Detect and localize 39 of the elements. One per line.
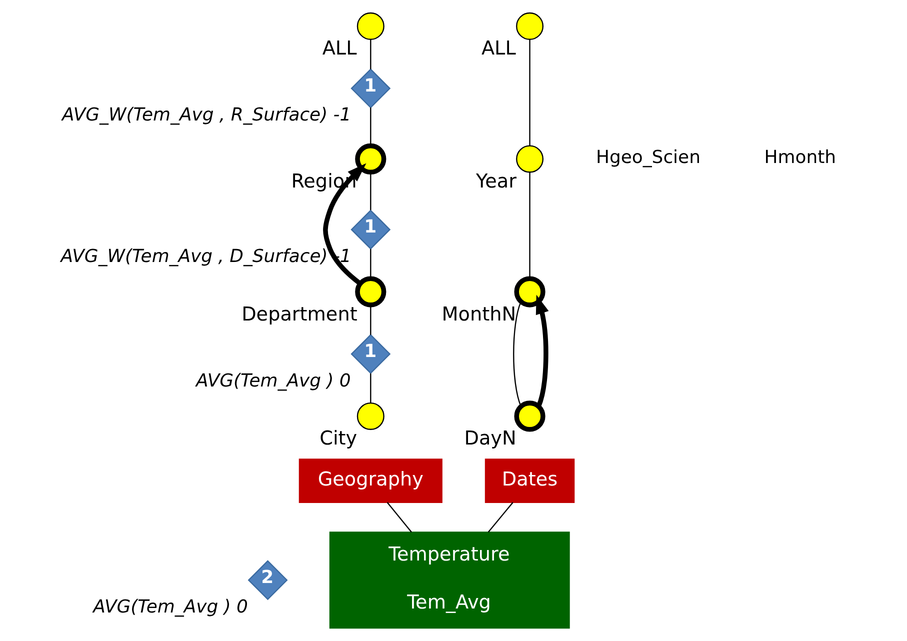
node-box: Dates xyxy=(484,458,575,503)
node-circle xyxy=(516,12,544,40)
node-diamond: 1 xyxy=(350,210,391,250)
label: Hgeo_Scien xyxy=(596,147,700,168)
node-label: City xyxy=(320,426,358,450)
connector xyxy=(370,249,372,278)
connector xyxy=(386,502,412,533)
node-label: MonthN xyxy=(442,302,516,326)
label: Hmonth xyxy=(764,147,836,168)
node-diamond: 1 xyxy=(350,334,391,374)
connector xyxy=(370,172,372,210)
node-circle xyxy=(355,143,386,175)
node-circle xyxy=(514,400,546,432)
connector xyxy=(370,39,372,70)
connector xyxy=(370,305,372,335)
node-label: AVG(Tem_Avg ) 0 xyxy=(93,596,248,618)
node-circle xyxy=(516,145,544,173)
node-circle xyxy=(514,276,546,308)
node-label: ALL xyxy=(322,36,357,60)
node-circle xyxy=(355,276,386,308)
connector xyxy=(529,172,530,279)
node-label: AVG(Tem_Avg ) 0 xyxy=(196,370,351,392)
node-label: Year xyxy=(476,169,517,192)
node-box: Temperature Tem_Avg xyxy=(329,532,570,629)
node-label: AVG_W(Tem_Avg , R_Surface) -1 xyxy=(62,104,352,126)
connector xyxy=(370,373,372,403)
node-label: Department xyxy=(242,302,358,326)
arrow xyxy=(536,294,549,408)
node-label: DayN xyxy=(464,426,516,450)
connector xyxy=(529,39,530,146)
connector xyxy=(370,108,372,146)
node-box: Geography xyxy=(298,458,442,503)
node-label: ALL xyxy=(481,36,516,60)
connector xyxy=(513,301,522,406)
node-circle xyxy=(356,12,384,40)
node-diamond: 2 xyxy=(248,560,288,600)
node-diamond: 1 xyxy=(350,68,391,108)
node-circle xyxy=(356,402,384,430)
connector xyxy=(488,502,514,533)
